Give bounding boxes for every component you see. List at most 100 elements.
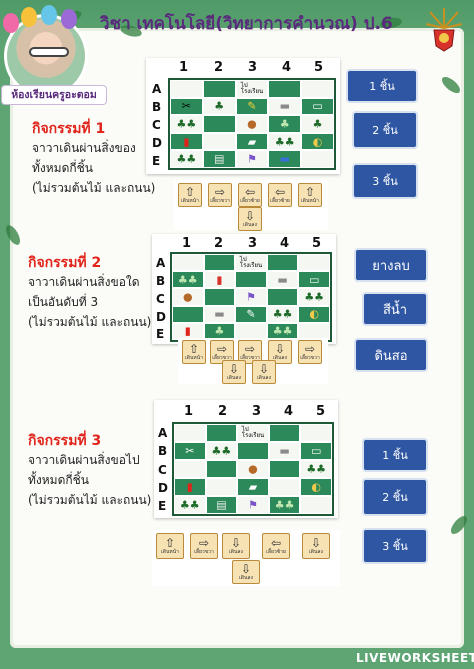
grid-cell[interactable]: ▭ — [298, 271, 330, 289]
grid-cell[interactable]: ⚑ — [237, 496, 269, 514]
grid-cell[interactable]: ▭ — [301, 97, 334, 116]
arrow-left-button[interactable]: ⇦เลี้ยวซ้าย — [262, 533, 290, 559]
grid-cell[interactable]: ● — [237, 460, 269, 478]
arrow-right-button[interactable]: ⇨เลี้ยวขวา — [298, 340, 322, 364]
grid-cell[interactable]: ♣♣ — [268, 496, 301, 514]
tree-icon: ♣♣ — [274, 135, 295, 149]
answer-option[interactable]: 1 ชิ้น — [348, 71, 416, 101]
grid-cell[interactable]: ◐ — [301, 132, 334, 151]
scissors-icon: ✂ — [185, 444, 195, 458]
grid-cell[interactable] — [235, 271, 267, 289]
arrow-forward-button[interactable]: ⇧เดินหน้า — [156, 533, 184, 559]
arrow-down-button[interactable]: ⇩เดินลง — [222, 533, 250, 559]
arrow-forward-button[interactable]: ⇧เดินหน้า — [298, 183, 322, 207]
grid-cell[interactable] — [301, 80, 334, 98]
grid-cell[interactable]: ● — [172, 288, 204, 306]
grid-cell[interactable] — [205, 478, 238, 496]
grid-cell[interactable] — [203, 254, 236, 272]
grid-cell[interactable]: ● — [235, 115, 269, 133]
grid-cell[interactable] — [203, 288, 236, 306]
grid-cell[interactable]: ♣♣ — [174, 496, 206, 514]
answer-option[interactable]: สีน้ำ — [364, 294, 426, 324]
grid-cell[interactable]: ▮ — [170, 132, 203, 151]
grid-cell[interactable] — [300, 424, 332, 442]
grid-cell[interactable]: ▬ — [203, 305, 236, 323]
arrow-forward-button[interactable]: ⇧เดินหน้า — [182, 340, 206, 364]
grid-cell[interactable]: ▬ — [268, 442, 301, 460]
grid-cell[interactable]: ▤ — [202, 150, 236, 168]
grid-cell[interactable] — [268, 80, 302, 98]
arrow-forward-button[interactable]: ⇧เดินหน้า — [178, 183, 202, 207]
grid-cell[interactable] — [301, 150, 334, 168]
grid-cell[interactable]: ♣♣ — [268, 132, 302, 151]
arrow-down-button[interactable]: ⇩เดินลง — [222, 360, 246, 384]
grid-cell[interactable]: ♣♣ — [298, 288, 330, 306]
grid-cell[interactable]: ◐ — [298, 305, 330, 323]
grid-cell[interactable]: ♣ — [268, 115, 302, 133]
grid-cell[interactable]: ▰ — [235, 132, 269, 151]
arrow-left-button[interactable]: ⇦เลี้ยวซ้าย — [238, 183, 262, 207]
grid-cell[interactable] — [266, 288, 299, 306]
grid-cell[interactable]: ♣♣ — [266, 305, 299, 323]
grid-cell[interactable]: ▬ — [266, 271, 299, 289]
arrow-down-button[interactable]: ⇩เดินลง — [232, 560, 260, 584]
grid-cell[interactable] — [202, 80, 236, 98]
grid-cell[interactable]: ♣ — [301, 115, 334, 133]
grid-cell[interactable]: ♣♣ — [205, 442, 238, 460]
arrow-down-button[interactable]: ⇩เดินลง — [252, 360, 276, 384]
grid-cell[interactable] — [237, 442, 269, 460]
grid-cell[interactable] — [298, 254, 330, 272]
grid-cell[interactable]: ♣♣ — [170, 115, 203, 133]
grid-cell[interactable]: ▮ — [172, 322, 204, 340]
grid-cell[interactable]: ✎ — [235, 305, 267, 323]
grid-cell[interactable]: ✎ — [235, 97, 269, 116]
grid-cell[interactable] — [266, 254, 299, 272]
grid-cell[interactable]: ▤ — [205, 496, 238, 514]
grid-cell[interactable]: ♣♣ — [172, 271, 204, 289]
grid-cell[interactable]: ไปโรงเรียน — [237, 424, 269, 442]
grid-cell[interactable]: ◐ — [300, 478, 332, 496]
answer-option[interactable]: 2 ชิ้น — [354, 113, 416, 147]
grid-cell[interactable]: ▬ — [268, 150, 302, 168]
grid-cell[interactable]: ▮ — [174, 478, 206, 496]
grid-cell[interactable] — [205, 424, 238, 442]
answer-option[interactable]: ยางลบ — [356, 250, 426, 280]
grid-cell[interactable] — [174, 424, 206, 442]
grid-cell[interactable] — [202, 115, 236, 133]
grid-cell[interactable]: ♣♣ — [300, 460, 332, 478]
arrow-right-button[interactable]: ⇨เลี้ยวขวา — [208, 183, 232, 207]
grid-cell[interactable] — [172, 254, 204, 272]
arrow-right-button[interactable]: ⇨เลี้ยวขวา — [190, 533, 218, 559]
grid-cell[interactable]: ♣ — [202, 97, 236, 116]
answer-option[interactable]: 3 ชิ้น — [364, 530, 426, 562]
grid-cell[interactable] — [205, 460, 238, 478]
answer-option[interactable]: 3 ชิ้น — [354, 165, 416, 197]
answer-option[interactable]: ดินสอ — [356, 340, 426, 370]
grid-cell[interactable]: ✂ — [174, 442, 206, 460]
grid-cell[interactable]: ▭ — [300, 442, 332, 460]
grid-cell[interactable] — [172, 305, 204, 323]
answer-option[interactable]: 2 ชิ้น — [364, 480, 426, 514]
grid-cell[interactable]: ✂ — [170, 97, 203, 116]
grid-cell[interactable]: ⚑ — [235, 150, 269, 168]
grid-cell[interactable]: ▬ — [268, 97, 302, 116]
grid-cell[interactable]: ไปโรงเรียน — [235, 254, 267, 272]
grid-cell[interactable] — [268, 460, 301, 478]
grid-cell[interactable]: ▮ — [203, 271, 236, 289]
grid-cell[interactable]: ▰ — [237, 478, 269, 496]
answer-option[interactable]: 1 ชิ้น — [364, 440, 426, 470]
grid-cell[interactable] — [268, 424, 301, 442]
grid-cell[interactable]: ไปโรงเรียน — [235, 80, 269, 98]
tree-icon: ♣♣ — [272, 307, 293, 321]
grid-cell[interactable]: ⚑ — [235, 288, 267, 306]
arrow-left-button[interactable]: ⇦เลี้ยวซ้าย — [268, 183, 292, 207]
grid-cell[interactable] — [300, 496, 332, 514]
grid-cell[interactable] — [174, 460, 206, 478]
arrow-down-button[interactable]: ⇩เดินลง — [238, 207, 262, 231]
grid-cell[interactable] — [170, 80, 203, 98]
grid-cell[interactable]: ♣♣ — [170, 150, 203, 168]
grid-cell[interactable] — [202, 132, 236, 151]
arrow-down-button[interactable]: ⇩เดินลง — [302, 533, 330, 559]
teacher-name: ห้องเรียนครูอะตอม — [2, 86, 106, 104]
grid-cell[interactable] — [268, 478, 301, 496]
